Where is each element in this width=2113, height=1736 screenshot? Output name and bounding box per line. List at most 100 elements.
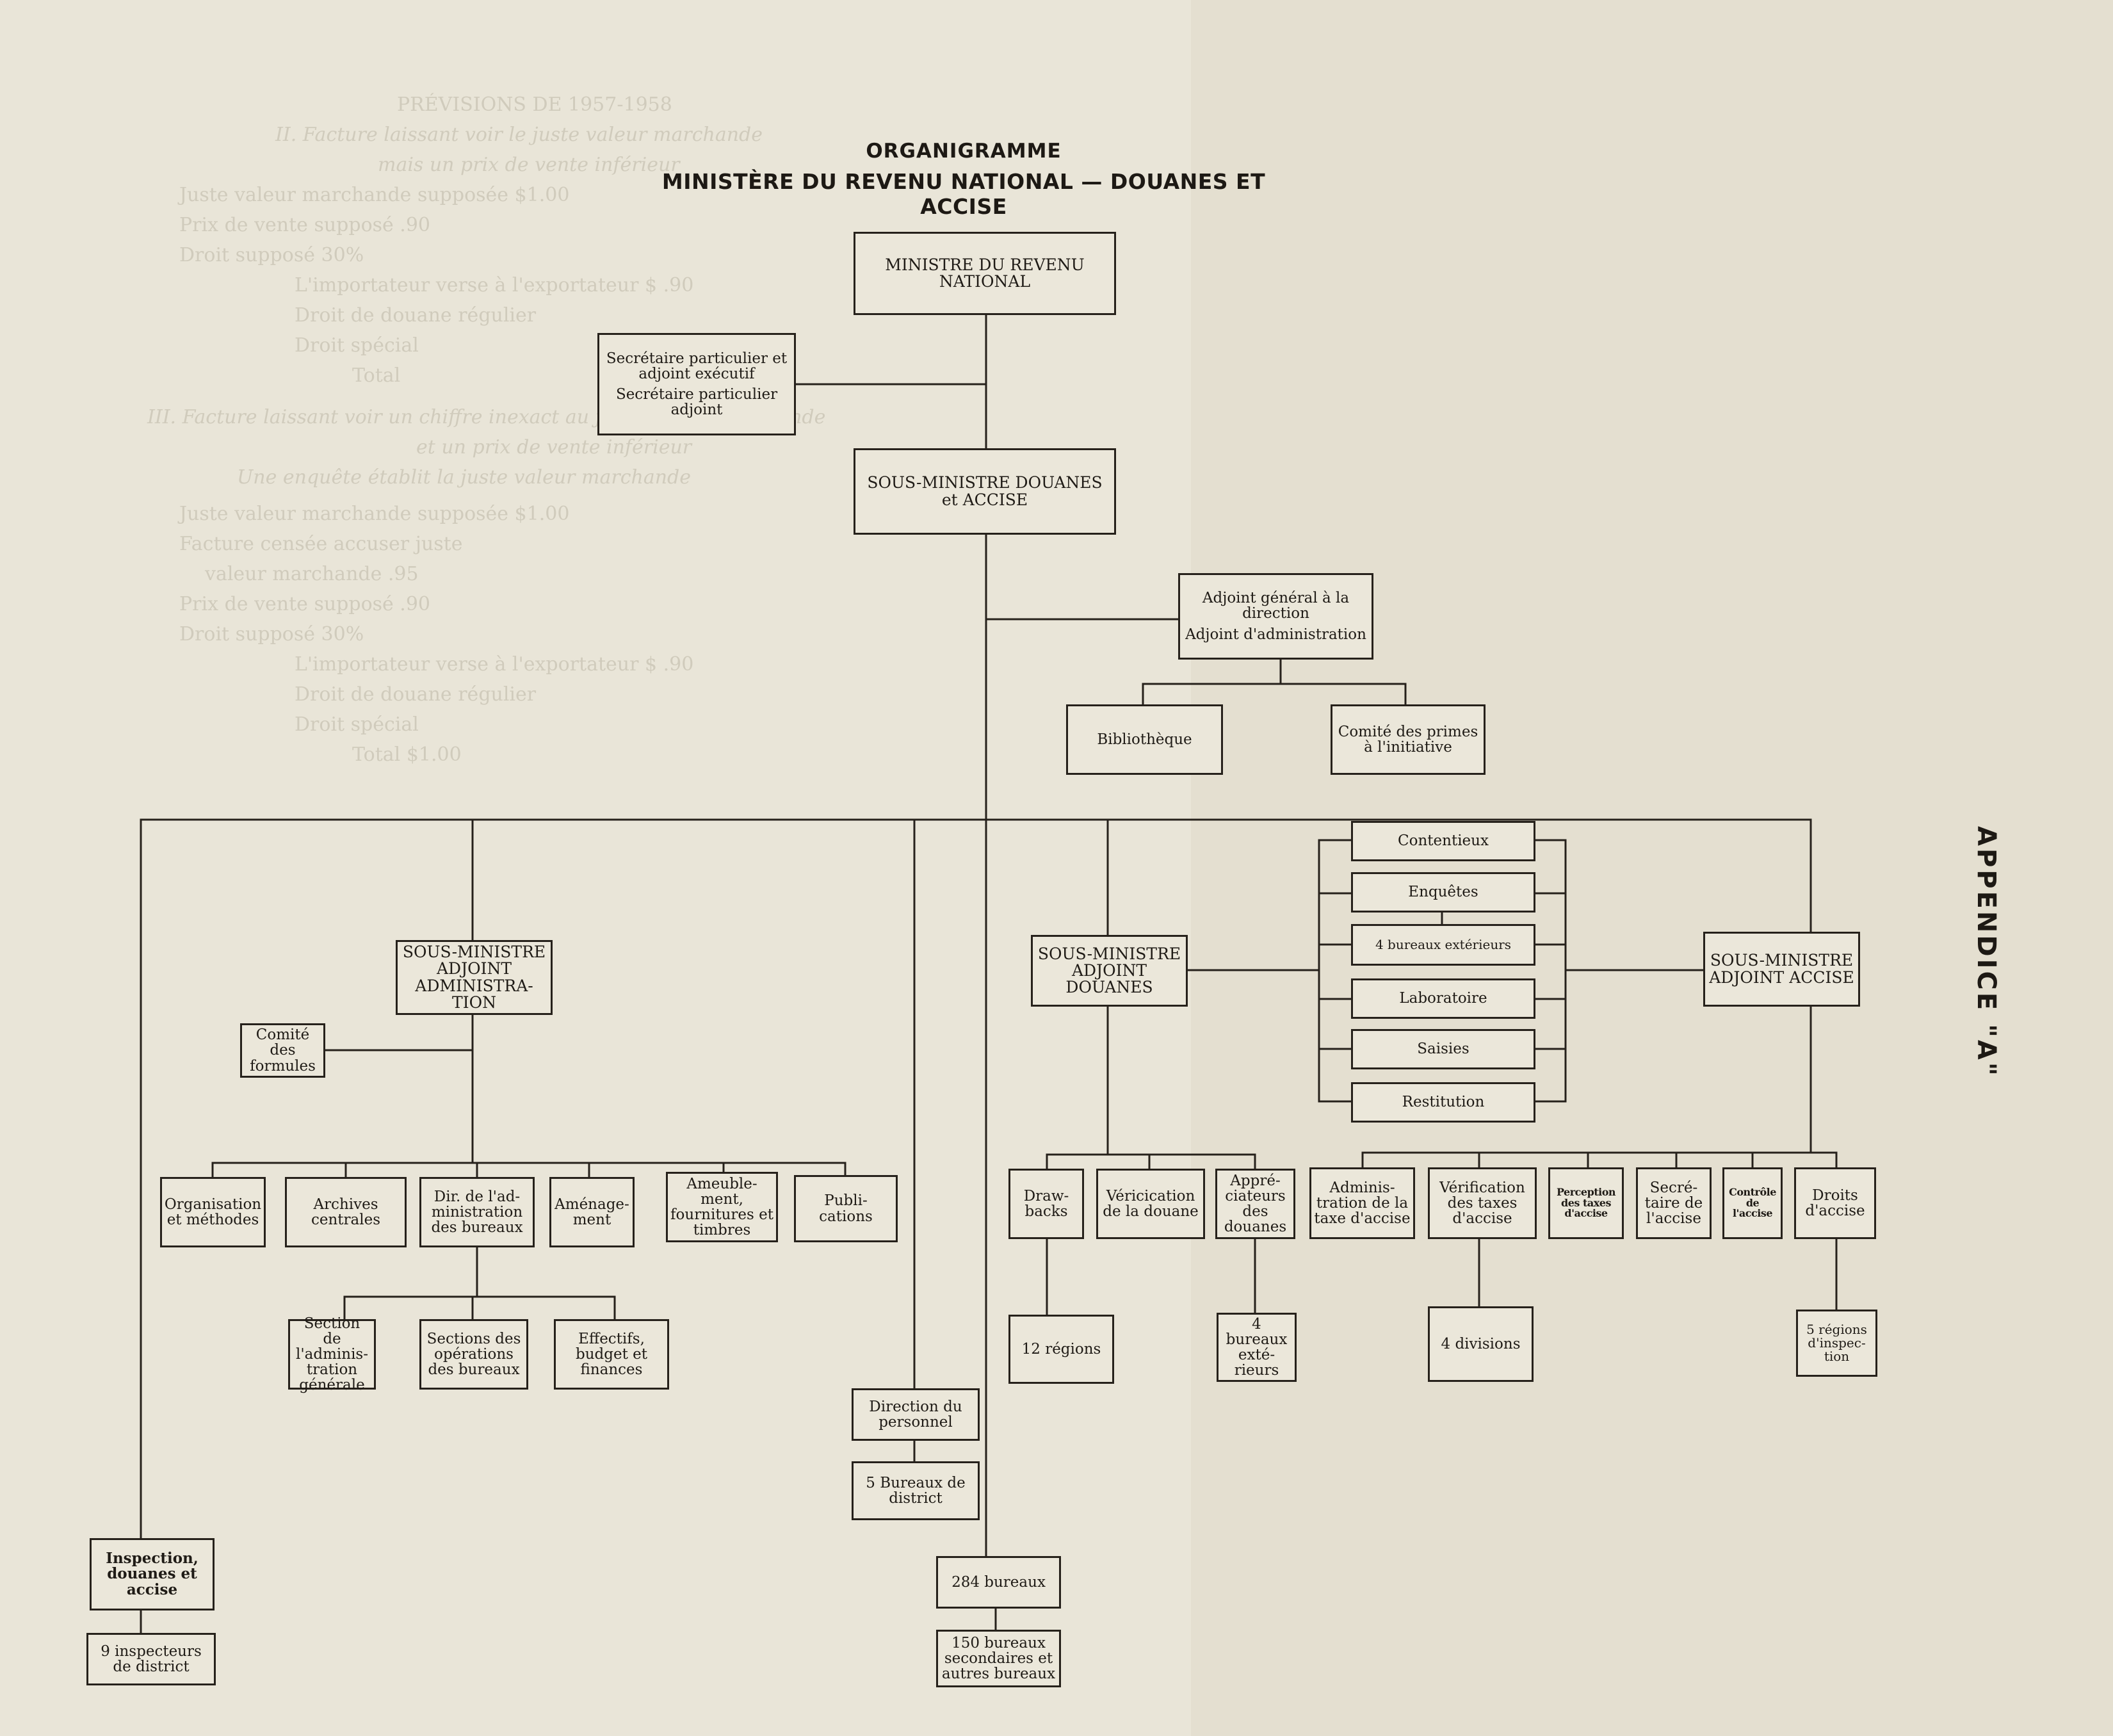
box-adm-deputy-customs-label: SOUS-MINISTRE ADJOINT DOUANES <box>1037 944 1181 997</box>
box-office-admin-dir-label: Dir. de l'ad-ministration des bureaux <box>431 1188 523 1237</box>
box-inspection-label: Inspection, douanes et accise <box>106 1550 198 1598</box>
box-excise-tax-admin-label: Adminis-tration de la taxe d'accise <box>1314 1179 1411 1228</box>
ghost-line: Total $1.00 <box>352 743 462 766</box>
box-nine-inspectors: 9 inspecteurs de district <box>86 1633 216 1685</box>
box-general-assistant-label: Adjoint général à la direction <box>1202 590 1350 622</box>
box-forms-committee: Comité des formules <box>240 1023 325 1078</box>
box-drawbacks: Draw-backs <box>1008 1169 1084 1239</box>
box-customs-verification: Véricication de la douane <box>1096 1169 1205 1239</box>
box-laboratory-label: Laboratoire <box>1399 990 1487 1007</box>
box-office-operations-label: Sections des opérations des bureaux <box>426 1330 521 1379</box>
box-personnel-direction: Direction du personnel <box>852 1388 980 1441</box>
box-excise-tax-verification-label: Vérification des taxes d'accise <box>1439 1179 1525 1228</box>
box-five-district-offices: 5 Bureaux de district <box>852 1461 980 1520</box>
box-secretary-exec-label: Secrétaire particulier et adjoint exécut… <box>606 350 788 382</box>
box-excise-control-label: Contrôle de l'accise <box>1729 1185 1776 1220</box>
chart-subtitle: MINISTÈRE DU REVENU NATIONAL — DOUANES E… <box>661 169 1266 219</box>
box-organisation-methods-label: Organisation et méthodes <box>164 1196 262 1228</box>
box-drawbacks-label: Draw-backs <box>1023 1187 1069 1220</box>
box-admin-assistant-label: Adjoint d'administration <box>1185 626 1366 643</box>
box-general-admin-section: Section de l'adminis-tration générale <box>288 1315 376 1394</box>
box-four-offices-appraisers-label: 4 bureaux exté-rieurs <box>1226 1315 1288 1379</box>
box-publications-label: Publi-cations <box>819 1192 873 1225</box>
ghost-line: Une enquête établit la juste valeur marc… <box>237 466 691 489</box>
box-general-admin-section-label: Section de l'adminis-tration générale <box>295 1315 369 1394</box>
box-deputy-minister-label: SOUS-MINISTRE DOUANES et ACCISE <box>867 473 1103 509</box>
box-seizures: Saisies <box>1351 1029 1535 1069</box>
box-inquiries-label: Enquêtes <box>1408 884 1478 901</box>
box-private-secretaries: Secrétaire particulier et adjoint exécut… <box>597 333 796 435</box>
box-excise-duties: Droits d'accise <box>1794 1167 1876 1239</box>
ghost-line: et un prix de vente inférieur <box>416 436 692 458</box>
box-furniture-supplies: Ameuble-ment, fournitures et timbres <box>666 1172 778 1242</box>
box-four-divisions-label: 4 divisions <box>1441 1335 1521 1352</box>
box-minister-label: MINISTRE DU REVENU NATIONAL <box>885 255 1085 291</box>
box-organisation-methods: Organisation et méthodes <box>160 1177 266 1247</box>
appendix-label: APPENDICE "A" <box>1971 826 2001 1078</box>
box-excise-secretary: Secré-taire de l'accise <box>1636 1167 1712 1239</box>
ghost-line: Facture censée accuser juste <box>179 533 463 555</box>
box-inspection: Inspection, douanes et accise <box>90 1538 215 1610</box>
ghost-line: PRÉVISIONS DE 1957-1958 <box>397 93 672 116</box>
ghost-line: Prix de vente supposé .90 <box>179 593 431 615</box>
paper-background-right <box>1191 0 2113 1736</box>
box-forms-committee-label: Comité des formules <box>250 1026 316 1075</box>
box-excise-tax-admin: Adminis-tration de la taxe d'accise <box>1309 1167 1415 1239</box>
box-suggestion-committee: Comité des primes à l'initiative <box>1331 704 1486 775</box>
ghost-line: Total <box>352 364 401 387</box>
box-suggestion-committee-label: Comité des primes à l'initiative <box>1338 723 1478 756</box>
box-four-outside-offices-label: 4 bureaux extérieurs <box>1375 937 1512 952</box>
ghost-line: Droit de douane régulier <box>295 683 537 706</box>
box-contentious-label: Contentieux <box>1398 832 1489 850</box>
box-excise-control: Contrôle de l'accise <box>1722 1167 1783 1239</box>
box-adm-deputy-admin-label: SOUS-MINISTRE ADJOINT ADMINISTRA-TION <box>402 943 546 1012</box>
ghost-line: Droit de douane régulier <box>295 304 537 327</box>
box-contentious: Contentieux <box>1351 821 1535 861</box>
box-adm-deputy-excise-label: SOUS-MINISTRE ADJOINT ACCISE <box>1709 951 1854 987</box>
ghost-line: L'importateur verse à l'exportateur $ .9… <box>295 274 694 296</box>
box-excise-duties-label: Droits d'accise <box>1805 1187 1865 1219</box>
box-adm-deputy-admin: SOUS-MINISTRE ADJOINT ADMINISTRA-TION <box>396 940 553 1015</box>
box-excise-tax-collection: Perception des taxes d'accise <box>1548 1167 1624 1239</box>
box-personnel-direction-label: Direction du personnel <box>869 1398 962 1431</box>
box-central-archives: Archives centrales <box>285 1177 407 1247</box>
box-general-assistant: Adjoint général à la direction Adjoint d… <box>1178 573 1373 660</box>
box-four-divisions: 4 divisions <box>1428 1306 1534 1382</box>
box-staff-budget: Effectifs, budget et finances <box>554 1319 669 1390</box>
box-adm-deputy-customs: SOUS-MINISTRE ADJOINT DOUANES <box>1031 935 1188 1007</box>
box-fitting: Aménage-ment <box>549 1177 635 1247</box>
ghost-line: Droit supposé 30% <box>179 244 364 266</box>
box-excise-secretary-label: Secré-taire de l'accise <box>1644 1179 1703 1228</box>
box-adm-deputy-excise: SOUS-MINISTRE ADJOINT ACCISE <box>1703 932 1860 1007</box>
box-library-label: Bibliothèque <box>1097 731 1192 748</box>
ghost-line: Droit supposé 30% <box>179 623 364 645</box>
ghost-line: Droit spécial <box>295 713 419 736</box>
box-refunds-label: Restitution <box>1402 1094 1485 1111</box>
ghost-line: mais un prix de vente inférieur <box>378 154 680 176</box>
box-four-offices-appraisers: 4 bureaux exté-rieurs <box>1217 1313 1297 1382</box>
box-secretary-assistant-label: Secrétaire particulier adjoint <box>615 386 778 419</box>
box-deputy-minister: SOUS-MINISTRE DOUANES et ACCISE <box>854 448 1116 535</box>
box-inquiries: Enquêtes <box>1351 872 1535 913</box>
box-staff-budget-label: Effectifs, budget et finances <box>575 1330 647 1379</box>
box-library: Bibliothèque <box>1066 704 1223 775</box>
ghost-line: Juste valeur marchande supposée $1.00 <box>179 184 570 206</box>
ghost-line: valeur marchande .95 <box>205 563 419 585</box>
box-five-district-offices-label: 5 Bureaux de district <box>866 1474 966 1507</box>
box-284-bureaux-label: 284 bureaux <box>951 1573 1046 1591</box>
box-laboratory: Laboratoire <box>1351 978 1535 1019</box>
box-150-bureaux-label: 150 bureaux secondaires et autres bureau… <box>941 1634 1056 1683</box>
box-fitting-label: Aménage-ment <box>555 1196 629 1228</box>
chart-title: ORGANIGRAMME <box>866 140 1062 163</box>
box-284-bureaux: 284 bureaux <box>936 1556 1061 1609</box>
box-customs-verification-label: Véricication de la douane <box>1103 1187 1199 1220</box>
ghost-line: Prix de vente supposé .90 <box>179 214 431 236</box>
box-publications: Publi-cations <box>794 1175 898 1242</box>
box-four-outside-offices: 4 bureaux extérieurs <box>1351 924 1535 966</box>
box-five-inspection-regions-label: 5 régions d'inspec-tion <box>1806 1322 1867 1364</box>
box-customs-appraisers-label: Appré-ciateurs des douanes <box>1224 1172 1287 1236</box>
box-furniture-supplies-label: Ameuble-ment, fournitures et timbres <box>670 1175 773 1239</box>
box-seizures-label: Saisies <box>1417 1041 1469 1058</box>
box-twelve-regions-label: 12 régions <box>1021 1340 1101 1358</box>
box-central-archives-label: Archives centrales <box>311 1196 381 1228</box>
